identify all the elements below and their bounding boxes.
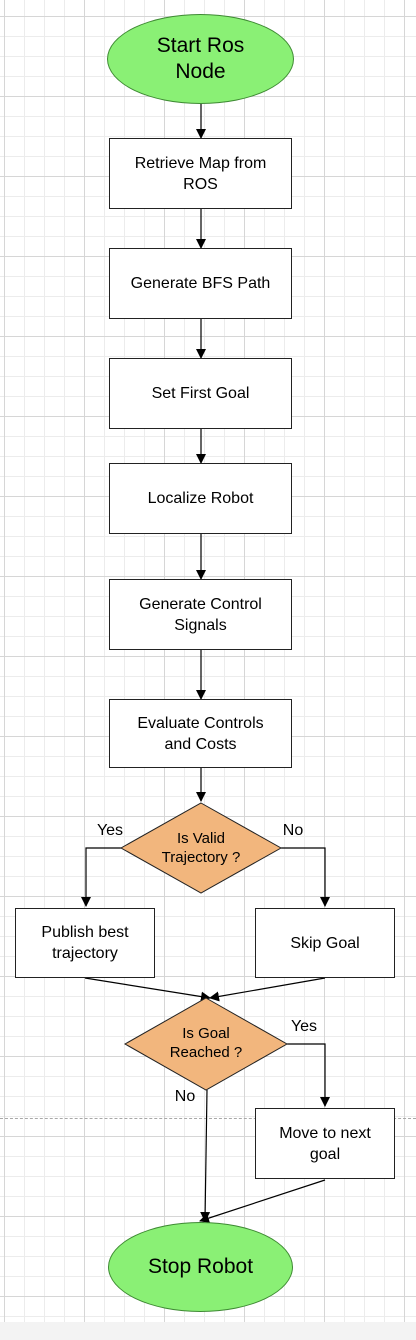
decision-valid-shape [119, 802, 283, 894]
canvas-footer [0, 1322, 416, 1340]
page-break-line [0, 1118, 416, 1119]
decision-goal-shape [123, 997, 289, 1091]
edge-valid-no [281, 847, 330, 907]
edge-skip-merge [209, 977, 326, 1002]
is-goal-reached-label: Is Goal Reached ? [169, 1025, 243, 1061]
publish-trajectory-step: Publish best trajectory [15, 908, 155, 978]
set-first-goal-step: Set First Goal [109, 358, 292, 429]
valid-yes-label: Yes [96, 822, 124, 839]
stop-robot-node: Stop Robot [108, 1222, 293, 1312]
generate-bfs-path-step: Generate BFS Path [109, 248, 292, 319]
edge-next-stop [199, 1179, 326, 1223]
edge-goal-yes [287, 1043, 330, 1107]
edge-valid-yes [81, 847, 121, 907]
generate-control-signals-step: Generate Control Signals [109, 579, 292, 650]
edge-publish-merge [84, 977, 211, 1002]
retrieve-map-step: Retrieve Map from ROS [109, 138, 292, 209]
valid-no-label: No [282, 822, 304, 839]
start-node: Start Ros Node [107, 14, 294, 104]
skip-goal-step: Skip Goal [255, 908, 395, 978]
goal-yes-label: Yes [290, 1018, 318, 1035]
goal-no-label: No [174, 1088, 196, 1105]
evaluate-controls-step: Evaluate Controls and Costs [109, 699, 292, 768]
move-to-next-goal-step: Move to next goal [255, 1108, 395, 1179]
localize-robot-step: Localize Robot [109, 463, 292, 534]
is-valid-trajectory-label: Is Valid Trajectory ? [161, 830, 241, 866]
edge-goal-no [200, 1089, 211, 1222]
